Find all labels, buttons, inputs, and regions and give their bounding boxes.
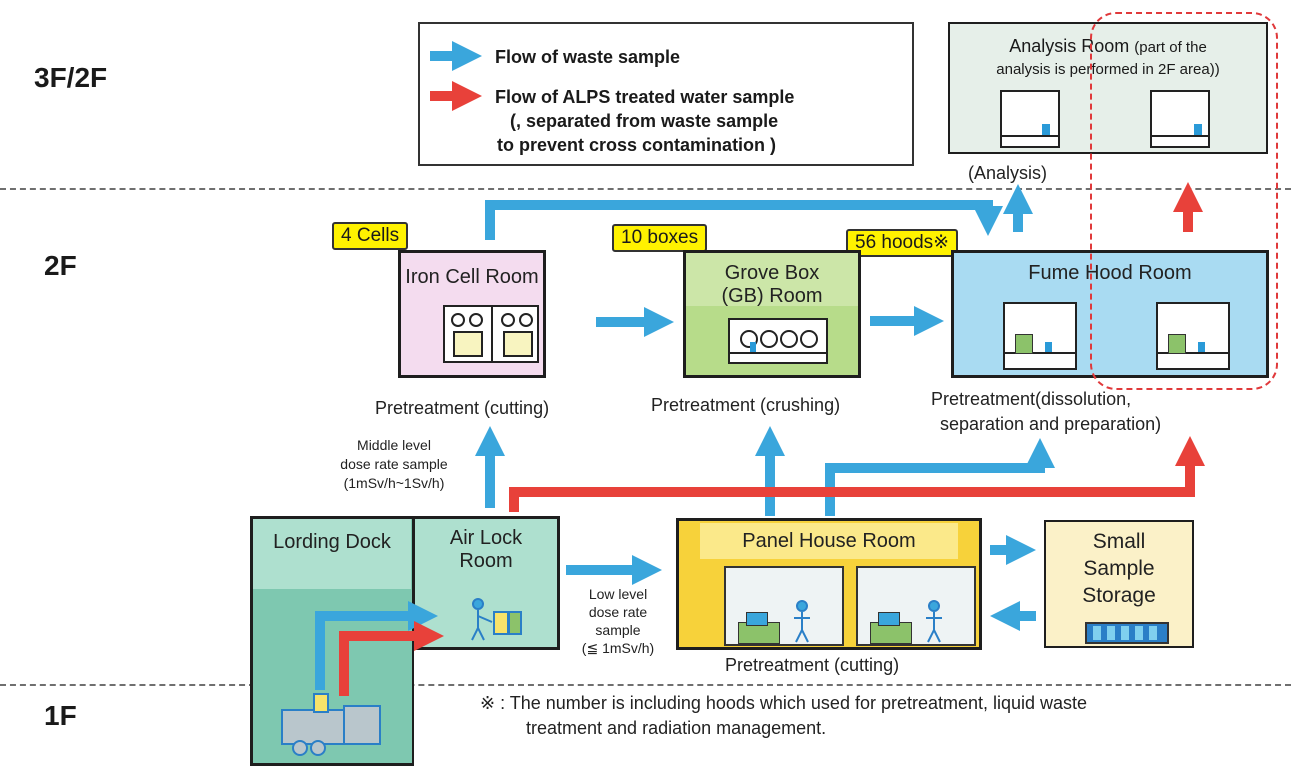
arrow-red-airlock-to-fume [509, 436, 1205, 512]
gb-room-title-line1: Grove Box [724, 262, 820, 284]
worker-icon-right [926, 600, 942, 643]
air-lock-room-title: Air Lock Room [415, 527, 557, 573]
low-level-line4: (≦ 1mSv/h) [581, 640, 655, 656]
low-level-sample-label: Low level dose rate sample (≦ 1mSv/h) [566, 585, 670, 657]
analysis-hood-left-shelf [1002, 135, 1058, 137]
floor-label-3f2f: 3F/2F [34, 62, 108, 93]
analysis-room-title-main: Analysis Room [1009, 36, 1130, 56]
legend-alps-note-1: (, separated from waste sample [510, 111, 779, 131]
small-sample-storage [1044, 520, 1194, 648]
iron-cell-room-title: Iron Cell Room [405, 266, 539, 288]
analysis-room-title-note2: analysis is performed in 2F area)) [996, 61, 1220, 78]
panel-house-caption: Pretreatment (cutting) [725, 655, 900, 675]
panel-house-item-right [878, 612, 900, 626]
fume-hood-caption-line2: separation and preparation) [940, 414, 1162, 434]
floor-label-2f: 2F [44, 250, 77, 281]
low-level-line1: Low level [588, 586, 648, 602]
footnote-line1: ※ : The number is including hoods which … [480, 693, 1088, 713]
legend-alps-label: Flow of ALPS treated water sample [495, 87, 795, 107]
legend-box [418, 22, 914, 166]
analysis-hood-left [1000, 90, 1060, 148]
analysis-hood-right-shelf [1152, 135, 1208, 137]
arrow-dock-to-airlock-blue [315, 601, 438, 690]
middle-level-sample-label: Middle level dose rate sample (1mSv/h~1S… [316, 436, 472, 493]
panel-house-booth-right [856, 566, 976, 646]
iron-cell-caption: Pretreatment (cutting) [375, 398, 550, 418]
legend-waste-label: Flow of waste sample [495, 47, 681, 67]
analysis-room-title: Analysis Room (part of the analysis is p… [953, 36, 1263, 80]
arrow-panel-to-fume [825, 438, 1055, 516]
analysis-caption: (Analysis) [968, 163, 1048, 183]
small-sample-storage-line2: Sample [1083, 557, 1155, 580]
floor-label-1f: 1F [44, 700, 77, 731]
panel-house-header [700, 523, 958, 559]
middle-level-line2: dose rate sample [340, 456, 448, 472]
glove-box-equipment [728, 318, 828, 364]
small-sample-storage-line1: Small [1092, 530, 1146, 553]
fume-hood-caption-line1: Pretreatment(dissolution, [931, 389, 1132, 409]
legend-alps-note-2: to prevent cross contamination ) [497, 135, 777, 155]
small-sample-storage-title: Small Sample Storage [1046, 528, 1192, 609]
analysis-hood-right [1150, 90, 1210, 148]
arrow-iron-to-fume-top [485, 200, 1003, 240]
middle-level-line1: Middle level [357, 437, 431, 453]
worker-icon-left [794, 600, 810, 643]
analysis-room-title-note1: (part of the [1134, 39, 1207, 56]
low-level-line2: dose rate [588, 604, 648, 620]
loading-dock-header [253, 519, 411, 589]
floor-divider-upper [0, 188, 1291, 190]
analysis-hood-left-bottle [1042, 124, 1050, 135]
arrow-dock-to-airlock-red [339, 621, 444, 696]
truck-icon [281, 693, 381, 756]
tag-fume-hoods: 56 hoods※ [846, 229, 959, 257]
gb-room-title: Grove Box (GB) Room [686, 262, 858, 308]
gb-room-title-line2: (GB) Room [721, 285, 823, 307]
air-lock-room-title-line2: Room [459, 550, 513, 572]
low-level-line3: sample [595, 622, 641, 638]
fume-hood-room-title: Fume Hood Room [1028, 262, 1192, 284]
tag-gb-boxes: 10 boxes [612, 224, 708, 252]
worker-with-box-icon [471, 598, 522, 641]
loading-dock-title: Lording Dock [273, 531, 391, 553]
panel-house-item-left [746, 612, 768, 626]
floor-divider-lower [0, 684, 1291, 686]
fume-hood-right [1156, 302, 1230, 370]
gb-room-caption: Pretreatment (crushing) [651, 395, 841, 415]
red-dashed-highlight [1090, 12, 1278, 390]
storage-rack [1085, 622, 1169, 644]
air-lock-room-title-line1: Air Lock [449, 527, 523, 549]
analysis-hood-right-bottle [1194, 124, 1202, 135]
panel-house-room-title: Panel House Room [742, 530, 916, 552]
small-sample-storage-line3: Storage [1082, 584, 1156, 607]
middle-level-line3: (1mSv/h~1Sv/h) [343, 475, 445, 491]
fume-hood-left [1003, 302, 1077, 370]
tag-iron-cells: 4 Cells [332, 222, 409, 250]
footnote-line2: treatment and radiation management. [526, 718, 827, 738]
iron-cell-equipment [443, 305, 539, 363]
